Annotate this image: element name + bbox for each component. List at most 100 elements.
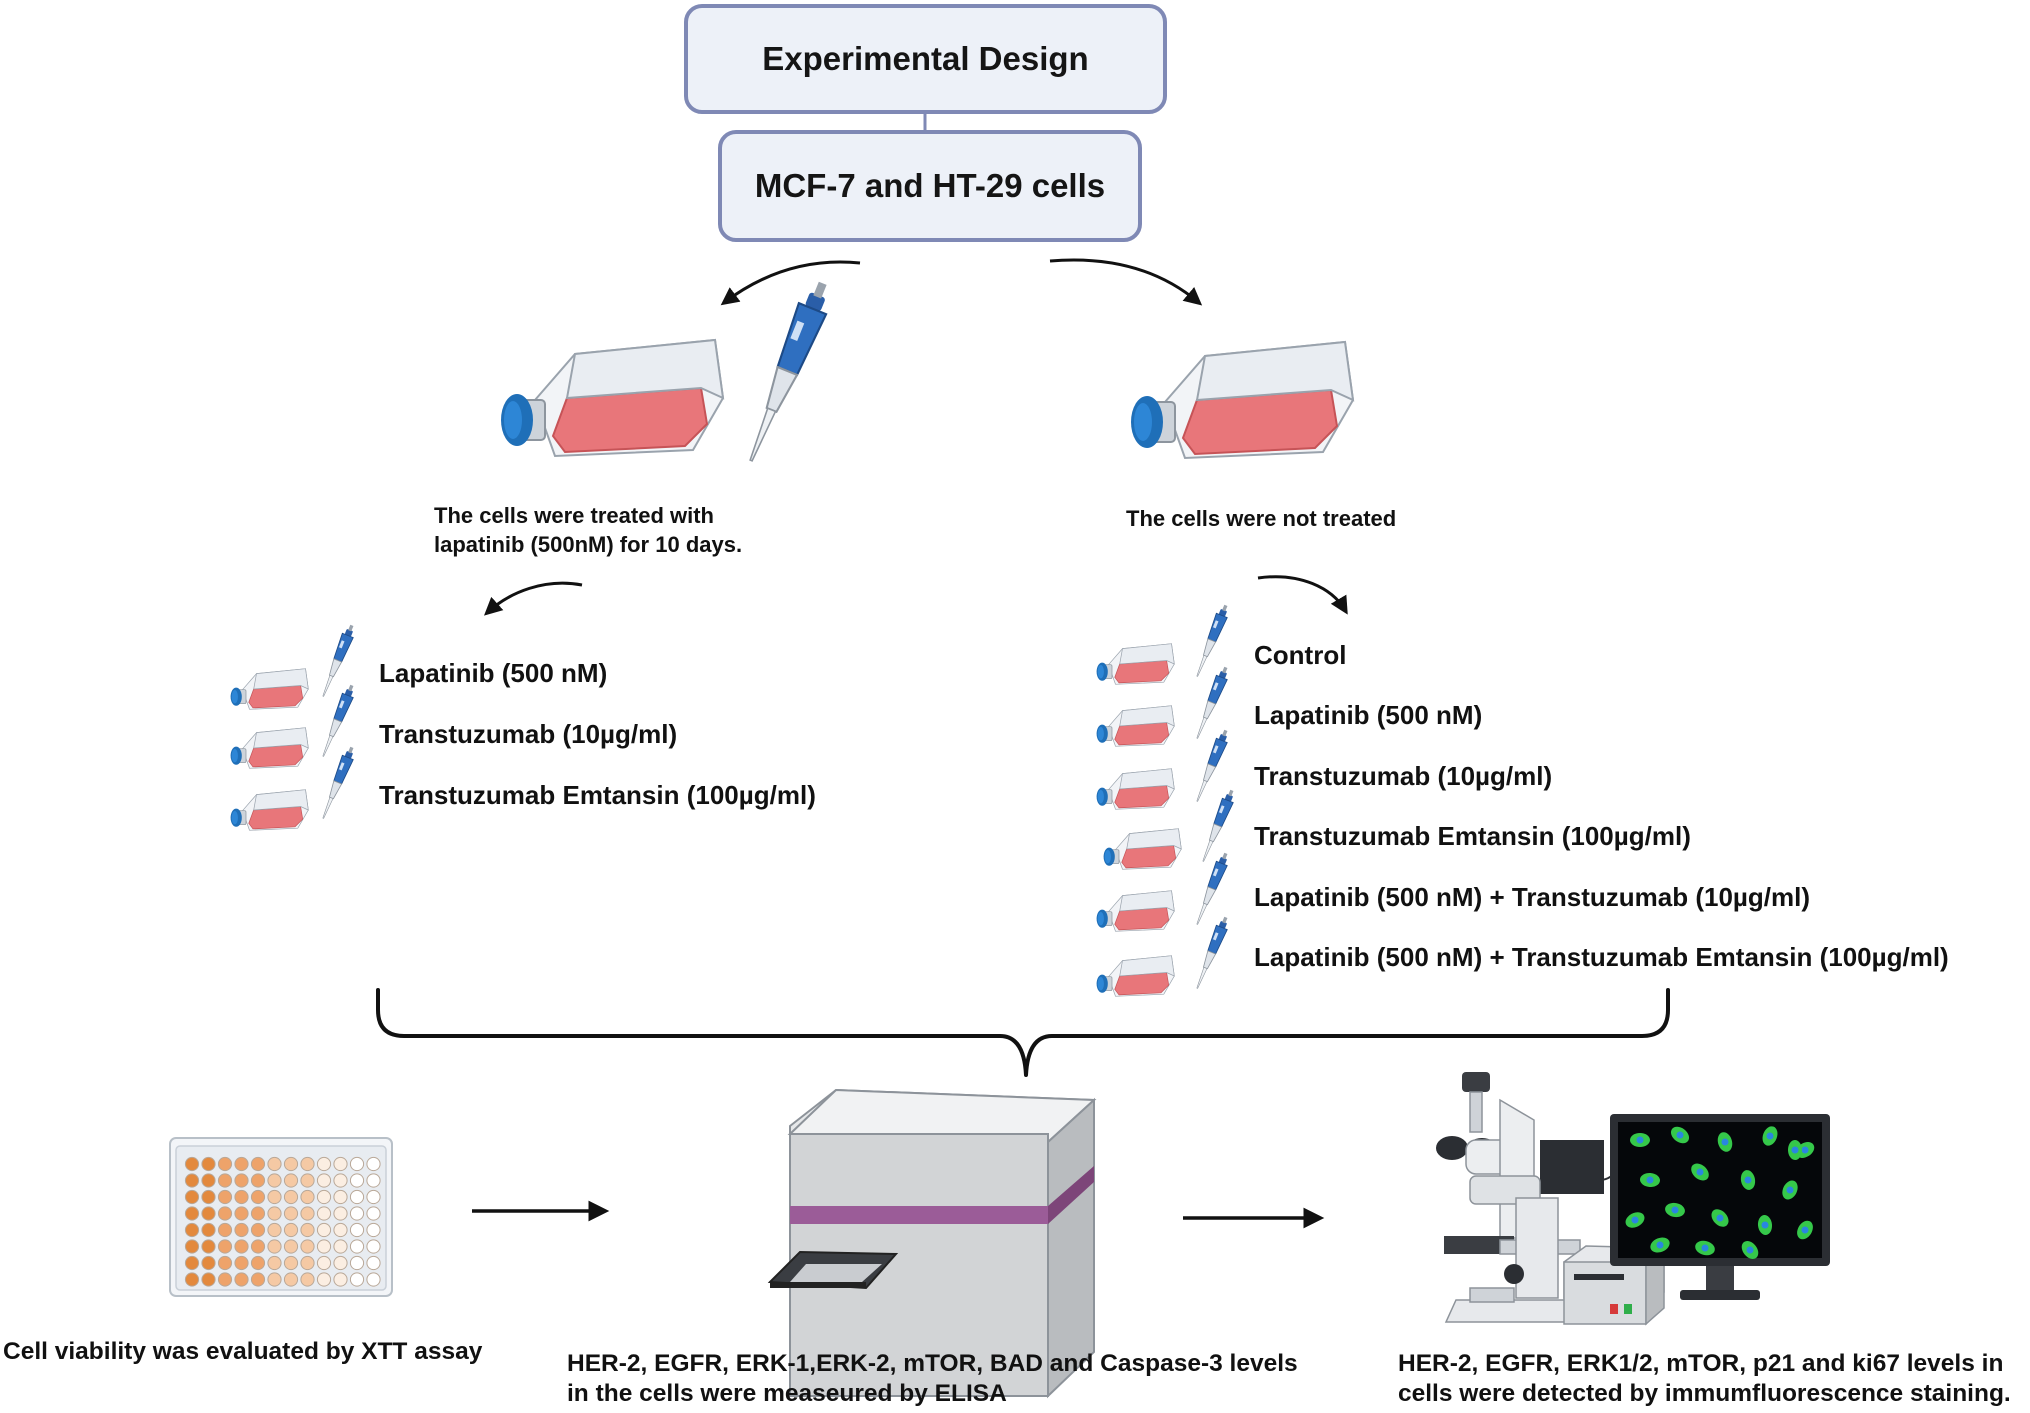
plate-well	[333, 1156, 348, 1172]
plate-well	[234, 1239, 249, 1254]
cell-nucleus	[1721, 1138, 1729, 1146]
experimental-design-title-box: Experimental Design	[684, 4, 1167, 114]
flask-right-4-icon	[1103, 828, 1182, 870]
plate-well	[184, 1239, 200, 1254]
pipette-right-6-icon	[1191, 914, 1232, 991]
96-well-plate-icon	[169, 1137, 393, 1297]
flask-treated-icon	[500, 339, 724, 457]
arrow-left-list	[484, 581, 583, 616]
plate-well	[333, 1222, 348, 1238]
plate-well	[283, 1239, 299, 1254]
plate-well	[366, 1206, 381, 1221]
plate-well	[217, 1255, 233, 1271]
plate-well	[366, 1156, 381, 1172]
pipette-right-1-icon	[1191, 602, 1232, 679]
plate-well	[267, 1255, 282, 1271]
plate-well	[184, 1272, 200, 1287]
plate-well	[217, 1173, 233, 1188]
elisa-caption-line2: in the cells were measeured by ELISA	[567, 1380, 1007, 1407]
cell-nucleus	[1636, 1136, 1644, 1144]
plate-well	[300, 1156, 315, 1172]
plate-well	[349, 1255, 365, 1271]
cell-nucleus	[1716, 1214, 1724, 1222]
elisa-caption: HER-2, EGFR, ERK-1,ERK-2, mTOR, BAD and …	[567, 1349, 1298, 1409]
plate-well	[184, 1173, 200, 1188]
left-treatment-3: Transtuzumab Emtansin (100µg/ml)	[379, 780, 816, 810]
plate-well	[217, 1206, 233, 1221]
flask-left-3-icon	[230, 789, 309, 831]
treated-caption-line1: The cells were treated with	[434, 503, 714, 528]
arrow-left-branch	[720, 260, 861, 306]
plate-well	[250, 1255, 266, 1271]
plate-well	[300, 1272, 315, 1287]
plate-well	[250, 1156, 266, 1172]
plate-well	[300, 1255, 315, 1271]
plate-well	[333, 1272, 348, 1287]
plate-well	[250, 1206, 266, 1221]
if-caption-line1: HER-2, EGFR, ERK1/2, mTOR, p21 and ki67 …	[1398, 1350, 2004, 1377]
plate-well	[349, 1156, 365, 1172]
cell-nucleus	[1801, 1146, 1809, 1154]
plate-well	[267, 1239, 282, 1254]
pipette-right-4-icon	[1197, 787, 1238, 864]
elisa-caption-line1: HER-2, EGFR, ERK-1,ERK-2, mTOR, BAD and …	[567, 1350, 1298, 1377]
plate-well	[333, 1189, 348, 1205]
plate-well	[217, 1189, 233, 1205]
pipette-right-3-icon	[1191, 727, 1232, 804]
plate-well	[333, 1255, 348, 1271]
plate-well	[333, 1239, 348, 1254]
pipette-right-5-icon	[1191, 850, 1232, 927]
plate-well	[366, 1173, 381, 1188]
plate-well	[333, 1173, 348, 1188]
plate-well	[333, 1206, 348, 1221]
plate-well	[184, 1222, 200, 1238]
plate-well	[267, 1173, 282, 1188]
right-treatment-1: Control	[1254, 640, 1347, 670]
right-treatment-3: Transtuzumab (10µg/ml)	[1254, 761, 1553, 791]
plate-well	[366, 1255, 381, 1271]
plate-well	[316, 1189, 332, 1205]
plate-well	[316, 1206, 332, 1221]
plate-well	[283, 1189, 299, 1205]
arrow-right-list	[1257, 575, 1348, 615]
plate-well	[300, 1189, 315, 1205]
cell-nucleus	[1671, 1206, 1679, 1214]
plate-well	[267, 1189, 282, 1205]
plate-well	[300, 1173, 315, 1188]
cell-nucleus	[1786, 1186, 1794, 1194]
plate-well	[201, 1272, 216, 1287]
plate-well	[217, 1222, 233, 1238]
plate-well	[366, 1272, 381, 1287]
plate-well	[234, 1189, 249, 1205]
plate-well	[234, 1272, 249, 1287]
plate-well	[201, 1156, 216, 1172]
cell-nucleus	[1696, 1168, 1704, 1176]
right-treatment-5: Lapatinib (500 nM) + Transtuzumab (10µg/…	[1254, 882, 1811, 912]
elisa-plate-reader-icon	[767, 1088, 1097, 1399]
flask-right-5-icon	[1096, 890, 1175, 932]
flask-right-1-icon	[1096, 643, 1175, 685]
right-treatment-6: Lapatinib (500 nM) + Transtuzumab Emtans…	[1254, 942, 1949, 972]
cell-nucleus	[1631, 1216, 1639, 1224]
plate-well	[300, 1206, 315, 1221]
cell-nucleus	[1656, 1241, 1664, 1249]
cell-nucleus	[1746, 1246, 1754, 1254]
plate-well	[184, 1206, 200, 1221]
flask-left-2-icon	[230, 727, 309, 769]
if-caption-line2: cells were detected by immumfluorescence…	[1398, 1380, 2011, 1407]
plate-well	[300, 1222, 315, 1238]
plate-well	[349, 1206, 365, 1221]
plate-well	[201, 1173, 216, 1188]
plate-well	[184, 1189, 200, 1205]
grouping-brace	[376, 988, 1670, 1077]
if-caption: HER-2, EGFR, ERK1/2, mTOR, p21 and ki67 …	[1398, 1349, 2011, 1409]
plate-well	[349, 1189, 365, 1205]
plate-well	[316, 1156, 332, 1172]
plate-well	[316, 1255, 332, 1271]
plate-well	[267, 1156, 282, 1172]
flask-untreated-icon	[1130, 341, 1354, 459]
plate-well	[234, 1255, 249, 1271]
plate-well	[250, 1272, 266, 1287]
plate-well	[234, 1156, 249, 1172]
